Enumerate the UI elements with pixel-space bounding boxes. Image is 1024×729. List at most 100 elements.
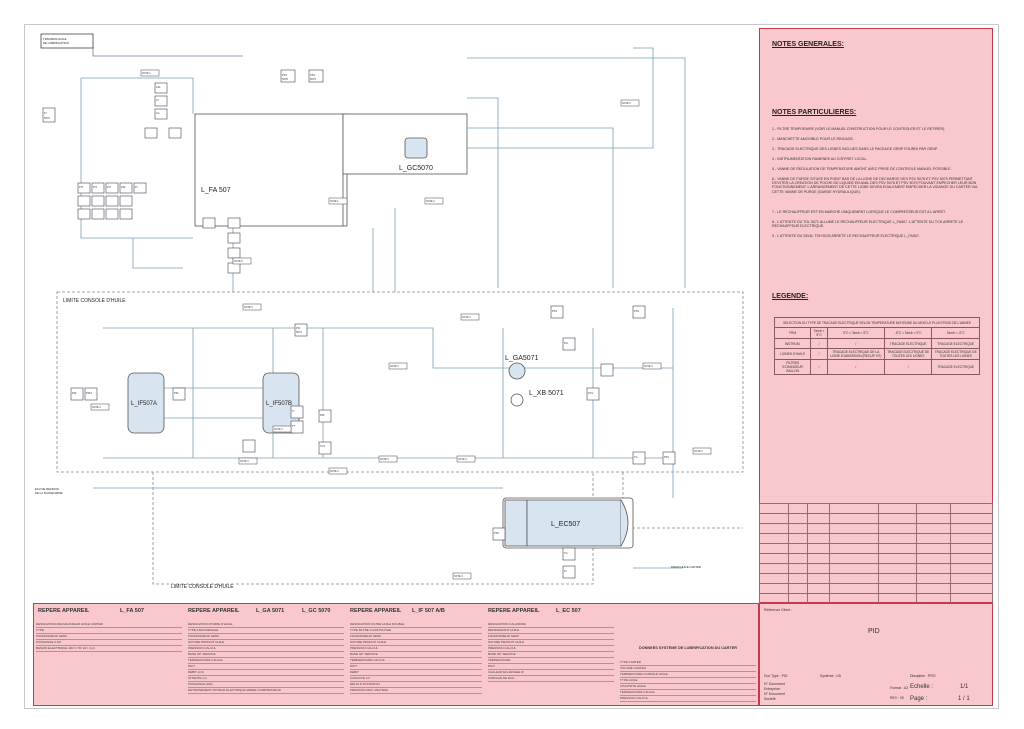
svg-text:NOTE 3: NOTE 3 <box>380 458 389 461</box>
svg-text:PSV: PSV <box>664 455 669 459</box>
legend-cell: / <box>826 338 885 349</box>
svg-text:PIT: PIT <box>79 185 83 189</box>
legend-cell: TRACAGE ELECTRIQUE <box>931 338 980 349</box>
label-fa507: L_FA 507 <box>201 187 231 194</box>
pid-diagram: L_FA 507 L_GC5070 L_GA5071 L_XB 5071 L_E… <box>35 33 744 590</box>
svg-text:NOTE 2: NOTE 2 <box>426 200 435 203</box>
svg-text:LG: LG <box>156 111 159 115</box>
rev: REV : 00 <box>890 696 905 700</box>
entreprise: Entreprise <box>764 687 780 691</box>
eq-col-lubrication: DONNEES SYSTEME DE LUBRIFICATION DU CART… <box>618 604 758 705</box>
scale-value: 1/1 <box>960 684 969 690</box>
svg-text:LT: LT <box>156 98 159 102</box>
svg-text:PIT: PIT <box>107 185 111 189</box>
svg-text:LSL: LSL <box>156 85 161 89</box>
page-value: 1 / 1 <box>958 696 970 702</box>
doc-type: Doc Type : PID <box>764 674 788 678</box>
svg-text:NOTE 3: NOTE 3 <box>240 460 249 463</box>
svg-text:NOTE 1: NOTE 1 <box>142 72 151 75</box>
svg-text:PDIT: PDIT <box>86 391 92 395</box>
eq-tag: L_EC 507 <box>556 608 581 614</box>
note-5: 5 - VANNE DE REGULATION DE TEMPERATURE A… <box>772 167 952 171</box>
legend-col-1: Tamb > 5°C <box>810 327 828 339</box>
eq-header: REPERE APPAREIL <box>188 608 240 614</box>
eq-header: REPERE APPAREIL <box>38 608 90 614</box>
svg-text:DE LUBRIFICATION: DE LUBRIFICATION <box>43 41 69 45</box>
eq-col-fa507: REPERE APPAREIL L_FA 507 DESIGNATION REC… <box>34 604 184 705</box>
legend-cell: / <box>883 359 933 375</box>
title-block: Référence Client : PID Doc Type : PID Sy… <box>759 603 993 706</box>
revision-block: Révision Date Statut Nature Révision Pré… <box>758 503 994 614</box>
format: Format : A3 <box>890 686 909 690</box>
svg-text:NOTE 3: NOTE 3 <box>694 450 703 453</box>
svg-text:TI: TI <box>292 409 295 413</box>
revision-grid: Révision Date Statut Nature Révision Pré… <box>758 503 994 614</box>
svg-text:PDI: PDI <box>72 391 77 395</box>
legend-cell: / <box>810 359 828 375</box>
no-doc-ent: N° Document <box>764 692 785 696</box>
note-9: 9 - L'ATTENTE DU SEUIL TSH 5078 ARRETE L… <box>772 234 920 238</box>
svg-text:5070: 5070 <box>44 116 50 120</box>
label-if507b: L_IF507B <box>266 401 292 407</box>
scale-label: Echelle : <box>910 684 934 690</box>
legend-cell: / <box>810 348 828 360</box>
eq-row: PUISSANCE 2 kW <box>36 640 182 646</box>
legend-cell: / <box>810 338 828 349</box>
page-label: Page : <box>910 696 928 702</box>
note-7: 7 - LE RECHAUFFEUR EST EN MARCHE UNIQUEM… <box>772 210 946 214</box>
svg-text:PI: PI <box>135 185 138 189</box>
svg-text:PSV: PSV <box>282 73 287 77</box>
note-4: 4 - INSTRUMENTATION RAMENEE AU COFFRET L… <box>772 157 868 161</box>
legend-cell: LIGNES D'HUILE <box>773 348 812 360</box>
eq-row: TYPE <box>36 628 182 634</box>
equipment-table: REPERE APPAREIL L_FA 507 DESIGNATION REC… <box>33 603 759 706</box>
svg-text:NOTE 8: NOTE 8 <box>234 260 243 263</box>
svg-text:PDI: PDI <box>174 391 179 395</box>
svg-text:NOTE 3: NOTE 3 <box>644 365 653 368</box>
legend-col-2: 0°C < Tamb < 5°C <box>826 327 885 339</box>
eq-tag: L_GC 5070 <box>302 608 331 614</box>
legend-cell: / <box>826 359 885 375</box>
label-limite-2: LIMITE CONSOLE D'HUILE <box>171 584 234 590</box>
label-if507a: L_IF507A <box>131 401 157 407</box>
svg-text:PI: PI <box>44 111 47 115</box>
label-limite-1: LIMITE CONSOLE D'HUILE <box>63 298 126 304</box>
label-xb5071: L_XB 5071 <box>529 390 564 397</box>
label-ec507: L_EC507 <box>551 521 580 528</box>
note-2: 2 - MANCHETTE AMOVIBLE POUR LE RINCAGE. <box>772 137 854 141</box>
label-ga5071: L_GA5071 <box>505 355 539 362</box>
eq-row: FOURNISSEUR GENP <box>36 634 182 640</box>
legend-cell: INSTRUM. <box>773 338 812 349</box>
legend-col-3: -5°C < Tamb < 0°C <box>883 327 933 339</box>
svg-text:PI: PI <box>564 569 567 573</box>
societe: Société <box>764 697 776 701</box>
svg-text:5078: 5078 <box>282 77 288 81</box>
legend-title: LEGENDE: <box>772 293 809 300</box>
eq-row: DESIGNATION RECHAUFFEUR HUILE CARTER <box>36 622 182 628</box>
svg-text:TT: TT <box>292 424 296 428</box>
client-reference: Référence Client : <box>764 608 793 612</box>
legend-cell: TRACAGE ELECTRIQUE <box>931 359 980 375</box>
legend-header: SELECTION DU TYPE DE TRACAGE ELECTRIQUE … <box>774 317 980 328</box>
svg-text:PDI: PDI <box>320 413 325 417</box>
svg-text:NOTE 4: NOTE 4 <box>92 406 101 409</box>
legend-cell: TRACAGE ELECTRIQUE <box>883 338 933 349</box>
legend-cell: TRACAGE ELECTRIQUE DE TOUTES LES LIGNES <box>931 348 980 360</box>
svg-text:PDI: PDI <box>121 185 126 189</box>
svg-text:NOTE 3: NOTE 3 <box>462 316 471 319</box>
legend-col-0: FRM <box>773 327 812 339</box>
particular-notes-title: NOTES PARTICULIERES: <box>772 109 857 116</box>
svg-text:NOTE 4: NOTE 4 <box>274 428 283 431</box>
svg-text:TG: TG <box>634 455 638 459</box>
doc-title: PID <box>868 628 880 635</box>
general-notes-title: NOTES GENERALES: <box>772 41 844 48</box>
svg-text:PSV: PSV <box>552 309 557 313</box>
eq-header: REPERE APPAREIL <box>488 608 540 614</box>
label-gc5070: L_GC5070 <box>399 165 433 172</box>
legend-cell: FILTRES ECHANGEUR BALLON <box>773 359 812 375</box>
svg-text:NOTE 3: NOTE 3 <box>390 365 399 368</box>
eq-col-ga5071: REPERE APPAREIL L_GA 5071 L_GC 5070 DESI… <box>186 604 346 705</box>
svg-text:NOTE 3: NOTE 3 <box>454 575 463 578</box>
eq-col-if507: REPERE APPAREIL L_IF 507 A/B DESIGNATION… <box>348 604 484 705</box>
svg-text:NOTE 6: NOTE 6 <box>622 102 631 105</box>
